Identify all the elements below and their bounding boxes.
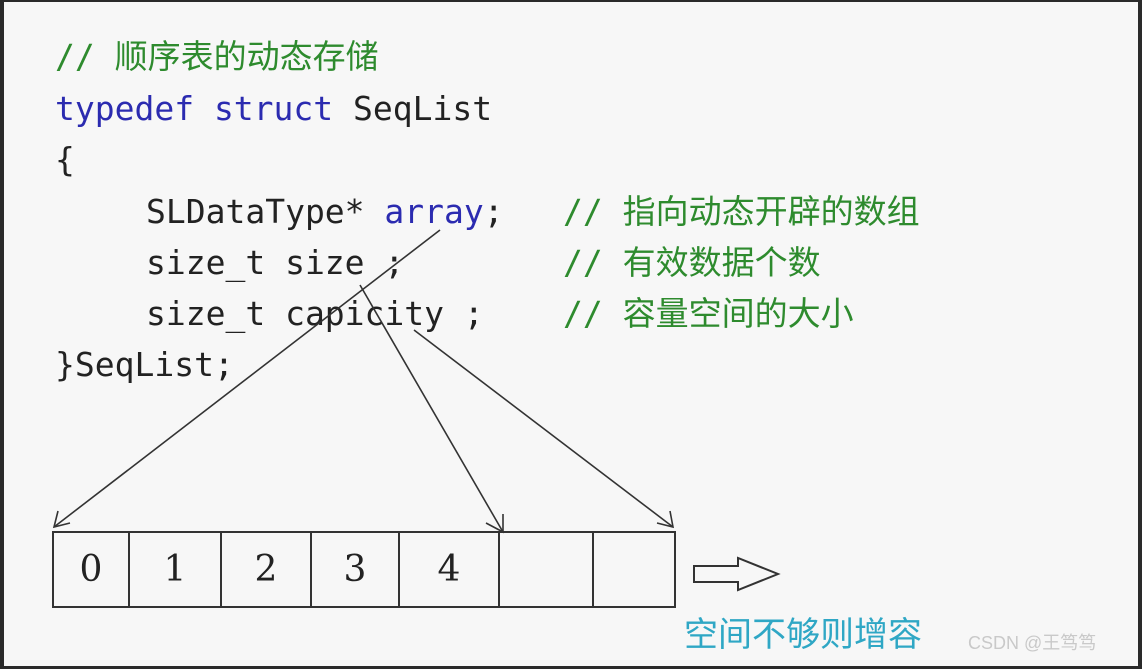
field-array-comment: // 指向动态开辟的数组 — [563, 192, 920, 231]
pointer-arrow-array — [53, 229, 441, 528]
field-array-name: array — [364, 192, 484, 231]
field-size-comment: // 有效数据个数 — [563, 243, 821, 282]
field-capicity: size_t capicity ; — [146, 294, 484, 333]
typedef-keyword: typedef struct — [55, 89, 334, 128]
arrow-head-capicity — [656, 510, 675, 529]
close-brace: }SeqList; — [55, 345, 234, 384]
comment-title: // 顺序表的动态存储 — [55, 37, 379, 76]
array-cell — [498, 531, 594, 608]
open-brace: { — [55, 140, 75, 179]
array-cell: 0 — [52, 531, 130, 608]
grow-caption: 空间不够则增容 — [684, 615, 922, 655]
array-cell: 1 — [128, 531, 222, 608]
field-array-type: SLDataType* — [146, 192, 365, 231]
field-capicity-comment: // 容量空间的大小 — [563, 294, 854, 333]
array-cell — [592, 531, 676, 608]
pointer-arrow-size — [359, 284, 504, 533]
field-array: SLDataType* array; — [146, 195, 504, 228]
array-cell: 3 — [310, 531, 400, 608]
watermark: CSDN @王笃笃 — [968, 633, 1097, 653]
code-block: // 顺序表的动态存储 typedef struct SeqList { SLD… — [0, 0, 920, 381]
arrow-head-size — [485, 514, 504, 534]
arrow-head-array — [52, 510, 71, 529]
array-cell: 4 — [398, 531, 500, 608]
typedef-line: typedef struct SeqList — [55, 92, 492, 125]
field-size: size_t size ; — [146, 243, 405, 282]
struct-name: SeqList — [333, 89, 493, 128]
grow-arrow-icon — [693, 556, 781, 592]
field-array-end: ; — [483, 192, 504, 231]
pointer-arrow-capicity — [413, 329, 674, 528]
